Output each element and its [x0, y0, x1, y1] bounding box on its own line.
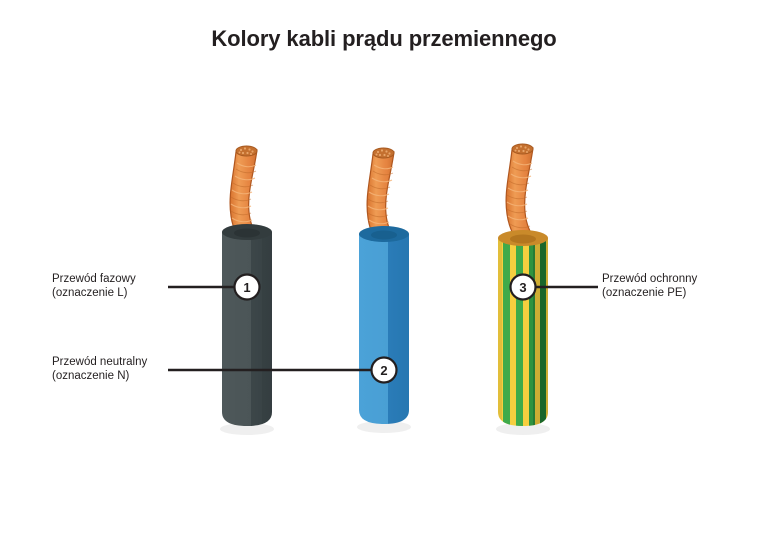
- page-title: Kolory kabli prądu przemiennego: [211, 26, 557, 51]
- label-cable-2-name: Przewód neutralny: [52, 356, 148, 368]
- label-cable-1-name: Przewód fazowy: [52, 273, 136, 285]
- leader-lines: [168, 285, 598, 372]
- cable-2-group: [359, 147, 409, 424]
- label-cable-1: Przewód fazowy (oznaczenie L): [52, 272, 136, 300]
- marker-1-number: 1: [243, 280, 250, 295]
- label-cable-3: Przewód ochronny (oznaczenie PE): [602, 272, 697, 300]
- cable-3-shadow: [496, 423, 550, 435]
- cable-2-sheath: [359, 234, 409, 424]
- marker-2-number: 2: [380, 363, 387, 378]
- cable-3-sheath: [498, 238, 548, 426]
- cable-1-shadow: [220, 423, 274, 435]
- label-cable-3-designation: (oznaczenie PE): [602, 287, 687, 299]
- label-cable-2-designation: (oznaczenie N): [52, 370, 130, 382]
- cable-2-shadow: [357, 421, 411, 433]
- marker-3[interactable]: 3: [509, 273, 537, 301]
- cable-1-copper-wire: [229, 145, 264, 245]
- marker-2[interactable]: 2: [370, 356, 398, 384]
- label-cable-2: Przewód neutralny (oznaczenie N): [52, 355, 147, 383]
- label-cable-1-designation: (oznaczenie L): [52, 287, 128, 299]
- cable-1-group: [222, 145, 272, 426]
- marker-3-number: 3: [519, 280, 526, 295]
- label-cable-3-name: Przewód ochronny: [602, 273, 698, 285]
- cable-3-group: [498, 143, 548, 426]
- marker-1[interactable]: 1: [233, 273, 261, 301]
- cable-1-sheath: [222, 232, 272, 426]
